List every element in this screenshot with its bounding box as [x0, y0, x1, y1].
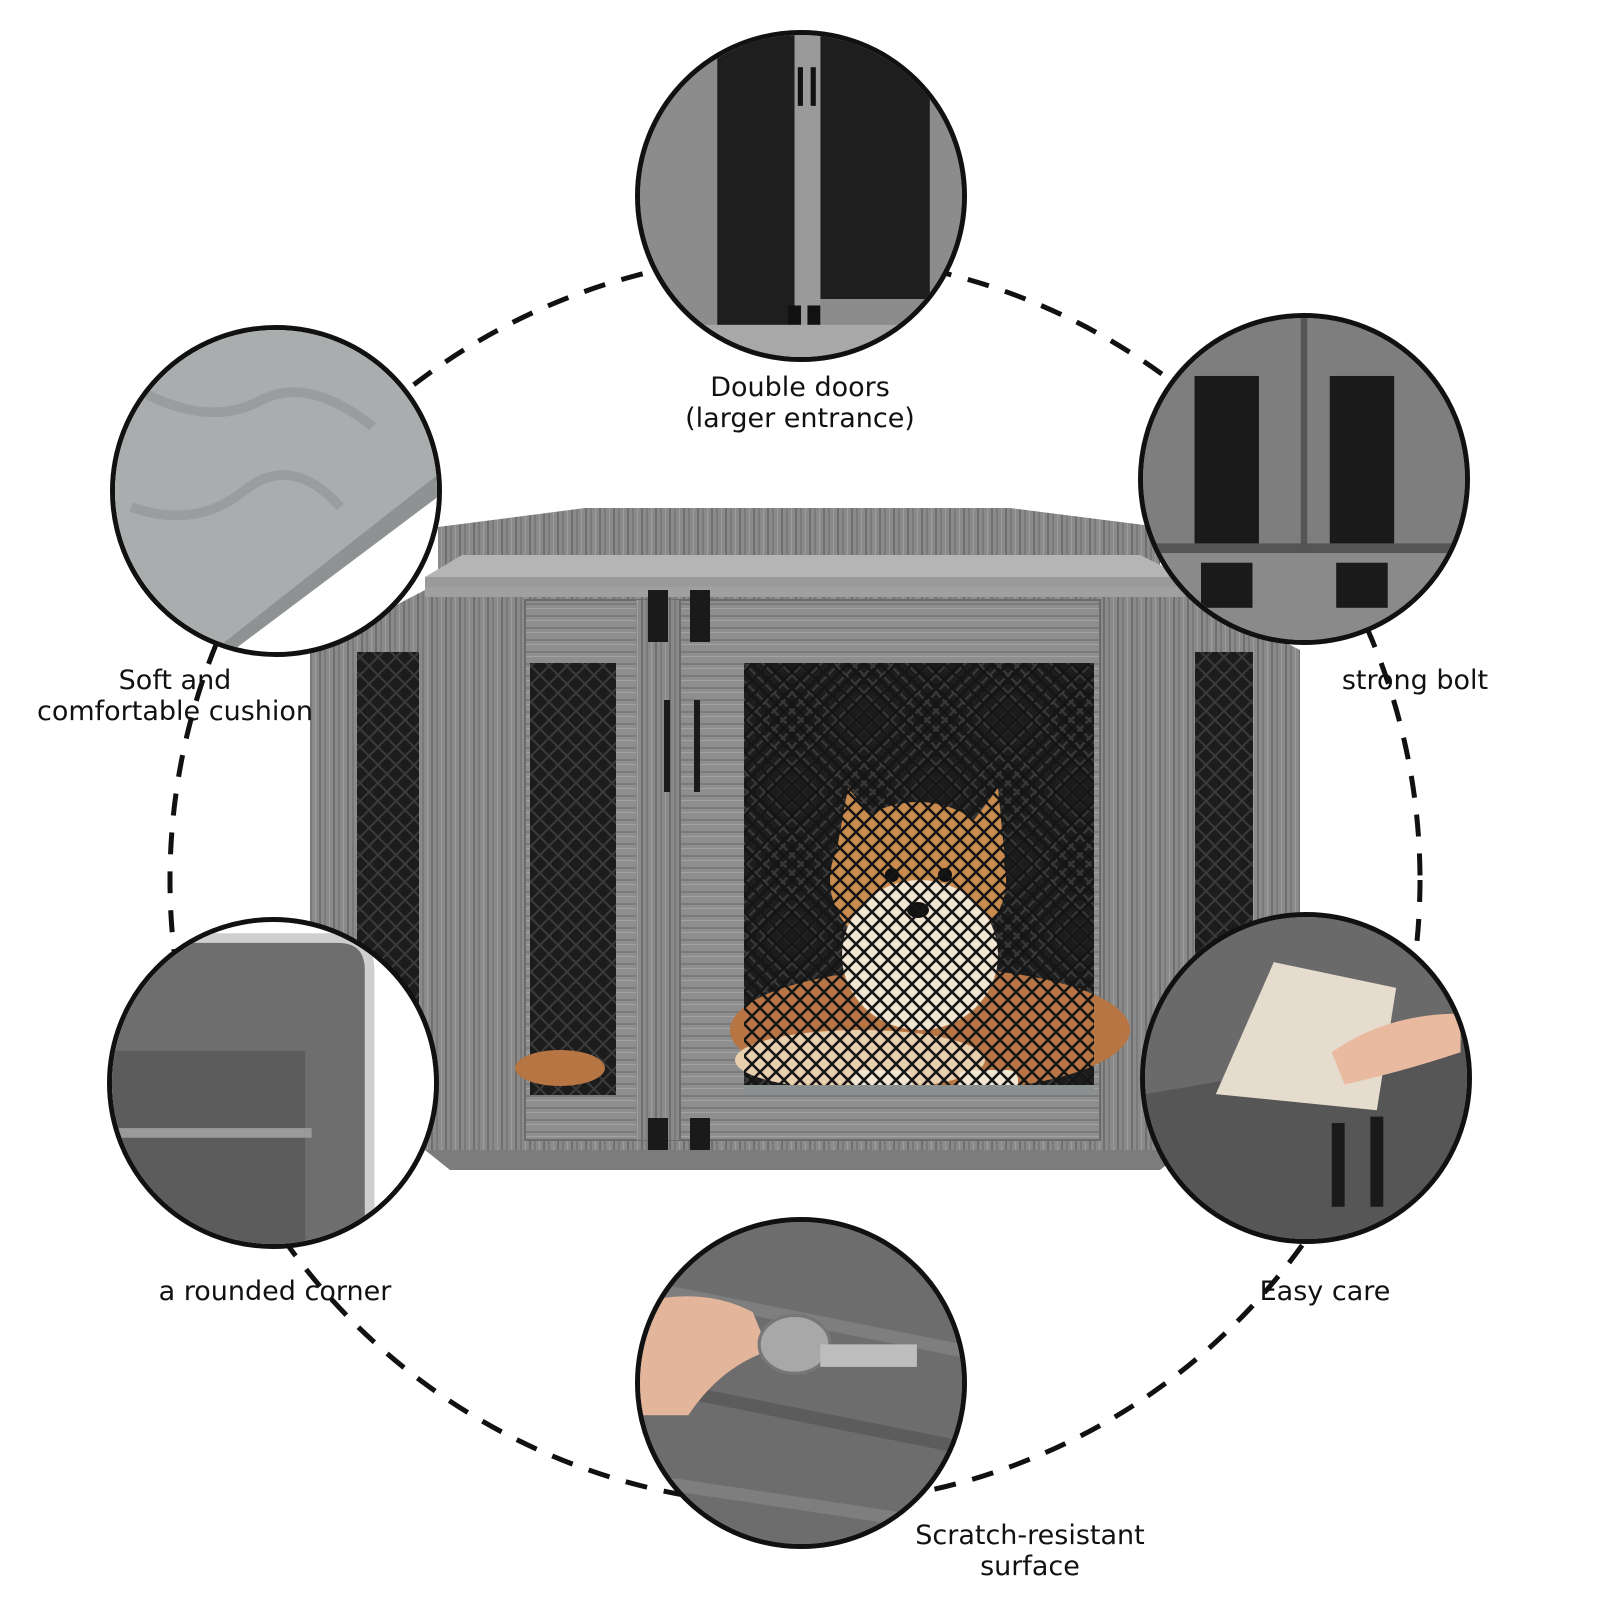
- caption-double-doors: Double doors (larger entrance): [640, 372, 960, 434]
- caption-cushion-line1: Soft and: [118, 665, 232, 696]
- scratch-resistant-badge: [635, 1217, 967, 1549]
- cushion-badge: [110, 325, 442, 657]
- caption-scratch-resistant-line1: Scratch-resistant: [915, 1520, 1145, 1551]
- double-doors-badge: [635, 30, 967, 362]
- caption-scratch-resistant: Scratch-resistant surface: [890, 1520, 1170, 1582]
- easy-care-badge: [1140, 912, 1472, 1244]
- caption-strong-bolt-line1: strong bolt: [1341, 665, 1489, 696]
- caption-cushion-line2: comfortable cushion: [36, 696, 314, 727]
- strong-bolt-badge: [1138, 313, 1470, 645]
- caption-cushion: Soft and comfortable cushion: [30, 665, 320, 727]
- caption-double-doors-line1: Double doors: [710, 372, 890, 403]
- rounded-corner-badge: [107, 917, 439, 1249]
- caption-strong-bolt: strong bolt: [1300, 665, 1530, 696]
- caption-rounded-corner-line1: a rounded corner: [158, 1276, 392, 1307]
- caption-easy-care: Easy care: [1230, 1276, 1420, 1307]
- caption-rounded-corner: a rounded corner: [150, 1276, 400, 1307]
- caption-scratch-resistant-line2: surface: [980, 1551, 1080, 1582]
- caption-easy-care-line1: Easy care: [1259, 1276, 1391, 1307]
- caption-double-doors-line2: (larger entrance): [685, 403, 915, 434]
